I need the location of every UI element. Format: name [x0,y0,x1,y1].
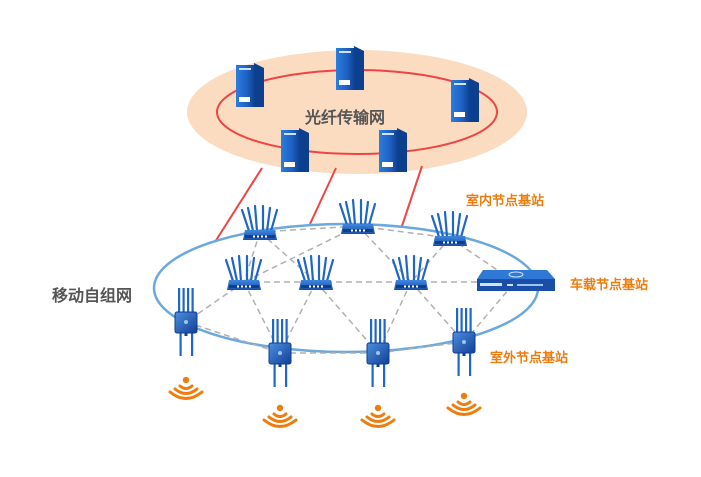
outdoor-base-station-icon [174,288,198,356]
server-icon [379,128,407,172]
fiber-zone [187,50,527,174]
fiber-network-label: 光纤传输网 [305,108,386,127]
server-icon [236,63,264,107]
uplink-s5-r3 [401,165,423,227]
server-icon [281,128,309,172]
mesh-link-r6-o4 [410,281,465,343]
server-icon [336,46,364,90]
wireless-signal-icon [262,404,298,428]
vehicle-node-label: 车载节点基站 [570,278,649,293]
outdoor-base-station-icon [268,319,292,387]
indoor-router-icon [224,254,263,290]
outdoor-base-station-icon [366,319,390,387]
indoor-node-label: 室内节点基站 [466,194,545,209]
uplink-s4-r1 [214,167,263,243]
wireless-signal-icon [168,376,204,400]
mesh-link-r4-o2 [243,281,281,354]
mesh-link-r2-r4 [243,225,359,283]
mesh-network-label: 移动自组网 [52,286,133,305]
wireless-signal-icon [360,404,396,428]
uplink-s4-r2 [309,167,337,225]
indoor-router-icon [338,198,377,234]
mesh-link-r5-o2 [279,281,317,354]
indoor-router-icon [430,210,469,246]
indoor-router-icon [296,254,335,290]
outdoor-base-station-icon [452,308,476,376]
server-icon [451,78,479,122]
mesh-link-r6-o3 [377,281,412,354]
mesh-link-r1-r2 [259,225,359,233]
mesh-link-o1-o2 [185,321,281,354]
mesh-link-o3-o4 [377,341,465,354]
vehicle-base-station-icon [477,270,555,291]
indoor-router-icon [391,254,430,290]
outdoor-node-label: 室外节点基站 [490,351,569,366]
indoor-router-icon [240,204,279,240]
mesh-link-r5-o3 [315,281,379,354]
wireless-signal-icon [446,392,482,416]
